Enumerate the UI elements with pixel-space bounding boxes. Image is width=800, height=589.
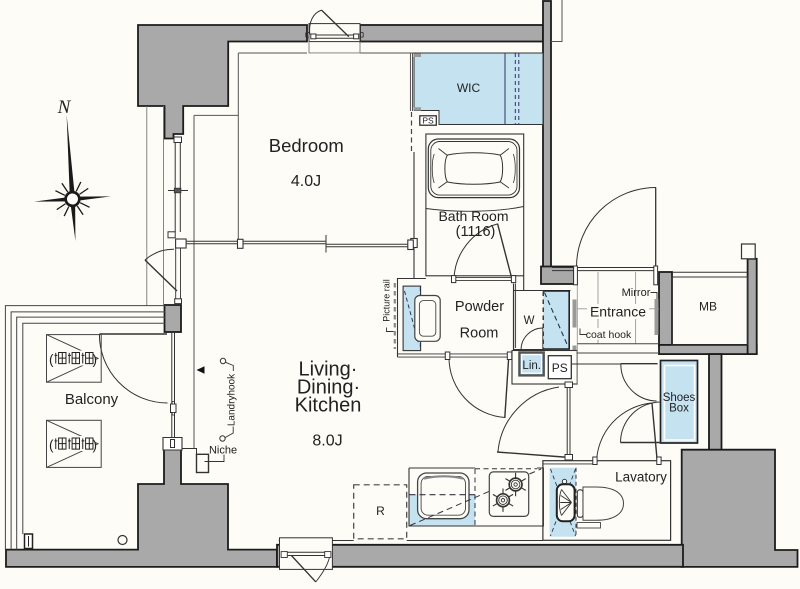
svg-text:Lin.: Lin. (522, 360, 541, 372)
svg-text:8.0J: 8.0J (312, 433, 342, 450)
svg-text:Mirror: Mirror (622, 287, 651, 299)
svg-text:Bath Room: Bath Room (438, 208, 508, 224)
svg-text:Picture rail: Picture rail (382, 279, 392, 322)
svg-text:Shoes: Shoes (663, 392, 696, 404)
svg-text:R: R (376, 504, 385, 518)
svg-text:PS: PS (422, 115, 434, 125)
svg-text:Kitchen: Kitchen (295, 395, 362, 417)
svg-text:Dining·: Dining· (297, 377, 360, 399)
svg-text:Lavatory: Lavatory (615, 470, 667, 485)
svg-text:Bedroom: Bedroom (269, 135, 344, 156)
svg-text:(: ( (49, 352, 54, 367)
svg-text:4.0J: 4.0J (291, 173, 321, 190)
svg-text:Room: Room (460, 325, 499, 341)
svg-text:W: W (524, 315, 535, 327)
svg-text:Box: Box (669, 403, 689, 415)
svg-text:coat hook: coat hook (586, 329, 632, 341)
svg-text:Niche: Niche (209, 445, 237, 457)
svg-text:Entrance: Entrance (590, 304, 646, 320)
svg-text:WIC: WIC (457, 81, 481, 95)
svg-text:(: ( (49, 438, 54, 453)
svg-text:Living·: Living· (299, 359, 358, 381)
svg-text:): ) (93, 438, 98, 453)
svg-text:MB: MB (699, 299, 717, 313)
svg-text:Balcony: Balcony (65, 391, 119, 408)
svg-text:(1116): (1116) (456, 224, 496, 240)
svg-text:Landryhook: Landryhook (227, 373, 238, 426)
svg-text:Powder: Powder (455, 299, 504, 315)
svg-text:): ) (93, 352, 98, 367)
svg-text:N: N (57, 97, 72, 118)
svg-text:PS: PS (552, 361, 568, 375)
